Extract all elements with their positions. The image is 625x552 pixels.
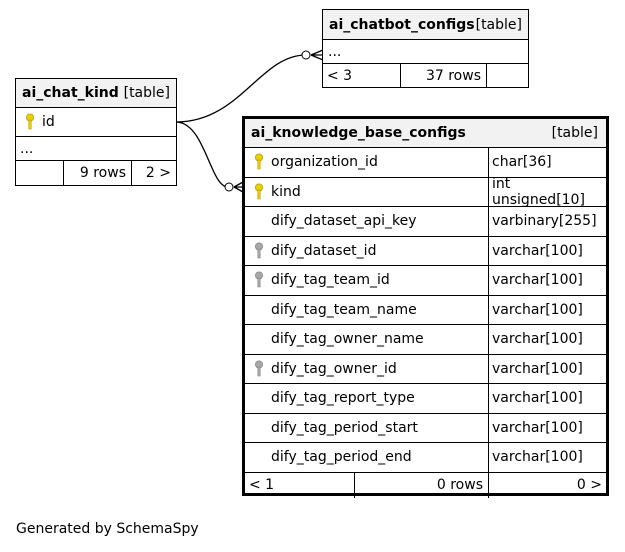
column-type: varchar[100] [488,236,606,265]
column-name-cell: organization_id [245,148,488,177]
column-name-cell: dify_tag_team_id [245,266,488,295]
column-row[interactable]: dify_tag_team_id varchar[100] [245,266,606,296]
column-type: varchar[100] [488,354,606,383]
column-type: varchar[100] [488,325,606,354]
table-footer: < 1 0 rows 0 > [245,472,607,498]
column-name-cell: dify_tag_team_name [245,296,488,325]
row-count: 9 rows [63,161,131,185]
table-name[interactable]: ai_chat_kind [22,85,119,101]
column-name: dify_tag_report_type [271,390,415,407]
index-key-icon [255,271,263,288]
ellipsis-text: ... [328,43,342,60]
row-count: 0 rows [354,472,488,498]
primary-key-icon [255,183,263,199]
column-type: varbinary[255] [488,207,606,236]
column-name: id [42,114,55,130]
column-name-cell: kind [245,178,488,207]
table-ai-chat-kind[interactable]: ai_chat_kind [table] id ... 9 rows 2 > [15,78,177,186]
table-kind: [table] [123,85,170,101]
index-key-icon [255,242,263,258]
column-name-cell: dify_dataset_id [245,237,488,266]
table-header: ai_chatbot_configs [table] [323,10,528,40]
crows-foot-icon [233,181,244,193]
column-name-cell: dify_tag_period_end [245,443,488,472]
column-row[interactable]: kind int unsigned[10] [245,176,606,208]
nav-next[interactable]: 0 > [488,472,607,498]
column-name: dify_tag_period_start [271,419,418,436]
column-row[interactable]: organization_id char[36] [245,148,606,178]
column-name: dify_dataset_id [271,242,377,259]
column-name: dify_tag_team_id [271,272,390,289]
nav-next[interactable]: 2 > [131,161,176,185]
column-name: dify_tag_owner_name [271,331,424,348]
column-row[interactable]: dify_tag_period_start varchar[100] [245,413,606,443]
column-row[interactable]: dify_tag_period_end varchar[100] [245,443,606,473]
primary-key-icon [26,113,34,130]
column-name-cell: dify_tag_period_start [245,414,488,443]
column-type: char[36] [488,148,606,177]
column-name-cell: dify_tag_owner_name [245,325,488,354]
column-row[interactable]: dify_tag_team_name varchar[100] [245,295,606,325]
table-footer: < 3 37 rows [323,64,528,87]
column-name-cell: dify_tag_owner_id [245,355,488,384]
relation-chat-kind-to-kb-configs [175,121,229,188]
column-name: dify_tag_owner_id [271,360,397,377]
nav-previous[interactable] [20,161,62,185]
table-ai-knowledge-base-configs[interactable]: ai_knowledge_base_configs [table] organi… [242,116,609,498]
column-name: kind [271,183,301,200]
column-type: varchar[100] [488,266,606,295]
table-header: ai_chat_kind [table] [16,79,176,108]
column-row[interactable]: dify_dataset_api_key varbinary[255] [245,207,606,237]
column-name: dify_dataset_api_key [271,213,417,230]
column-list: organization_id char[36] kind int unsigned[… [245,148,606,473]
table-name[interactable]: ai_knowledge_base_configs [251,125,466,141]
column-row[interactable]: dify_tag_owner_id varchar[100] [245,354,606,384]
nav-previous[interactable]: < 1 [249,477,275,493]
ellipsis-row: ... [16,137,176,161]
table-kind: [table] [551,125,598,141]
optional-marker-icon [224,182,234,192]
table-ai-chatbot-configs[interactable]: ai_chatbot_configs [table] ... < 3 37 ro… [322,9,529,88]
row-count: 37 rows [400,64,486,87]
column-row[interactable]: dify_tag_owner_name varchar[100] [245,325,606,355]
column-row[interactable]: dify_dataset_id varchar[100] [245,236,606,266]
relation-chat-kind-to-chatbot-configs [175,54,307,123]
primary-key-icon [255,153,263,170]
table-kind: [table] [475,16,522,33]
column-type: varchar[100] [488,295,606,324]
table-header: ai_knowledge_base_configs [table] [245,119,606,148]
ellipsis-text: ... [20,140,34,157]
column-type: varchar[100] [488,384,606,413]
table-name[interactable]: ai_chatbot_configs [329,16,475,33]
column-type: varchar[100] [488,413,606,442]
table-footer: 9 rows 2 > [16,161,176,185]
nav-next[interactable] [486,64,528,87]
index-key-icon [255,360,263,376]
column-row[interactable]: dify_tag_report_type varchar[100] [245,384,606,414]
crows-foot-icon [310,49,324,61]
ellipsis-row: ... [323,40,528,64]
column-type: varchar[100] [488,443,606,472]
column-name-cell: dify_dataset_api_key [245,207,488,236]
column-name-cell: dify_tag_report_type [245,384,488,413]
column-name: dify_tag_period_end [271,449,412,466]
column-row[interactable]: id [16,108,176,137]
optional-marker-icon [301,50,311,60]
column-name: dify_tag_team_name [271,301,417,318]
nav-previous[interactable]: < 3 [327,67,353,84]
column-name: organization_id [271,154,378,171]
column-type: int unsigned[10] [488,176,606,208]
generated-by-text: Generated by SchemaSpy [16,521,199,537]
